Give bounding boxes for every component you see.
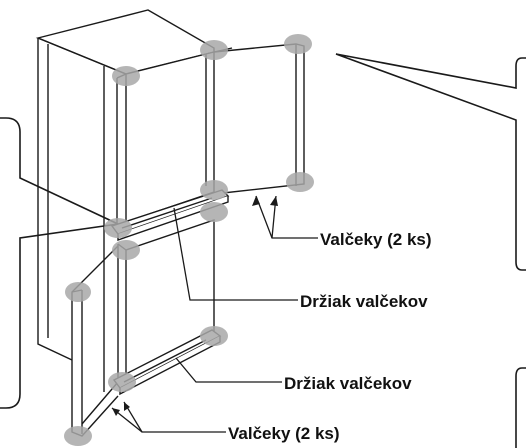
hinge-marker-mid-right xyxy=(286,172,314,192)
hinge-marker-top-middle xyxy=(200,40,228,60)
hinge-marker-mid-left-lower xyxy=(112,240,140,260)
label-holder-lower: Držiak valčekov xyxy=(284,374,412,393)
leader-lines xyxy=(111,195,318,433)
label-holder-upper: Držiak valčekov xyxy=(300,292,428,311)
right-callout-bubble-lower xyxy=(515,367,526,448)
hinge-marker-lower-left xyxy=(108,372,136,392)
hinge-markers xyxy=(64,34,314,446)
hinge-marker-bottom-left xyxy=(64,426,92,446)
hinge-marker-top-right xyxy=(284,34,312,54)
hinge-marker-mid-center-lower xyxy=(200,202,228,222)
label-rollers-upper: Valčeky (2 ks) xyxy=(320,230,432,249)
hinge-marker-top-left xyxy=(112,66,140,86)
hinge-marker-mid-center xyxy=(200,180,228,200)
lower-door-moved xyxy=(71,245,119,437)
hinge-marker-lower-right xyxy=(200,326,228,346)
leader-arrowheads xyxy=(112,196,278,416)
upper-door-moved xyxy=(213,43,305,195)
hinge-marker-mid-left xyxy=(104,218,132,238)
label-rollers-lower: Valčeky (2 ks) xyxy=(228,424,340,443)
hinge-marker-left-door xyxy=(65,282,91,302)
fridge-cabinet xyxy=(35,9,215,392)
right-callout-bubble-upper xyxy=(335,53,526,271)
